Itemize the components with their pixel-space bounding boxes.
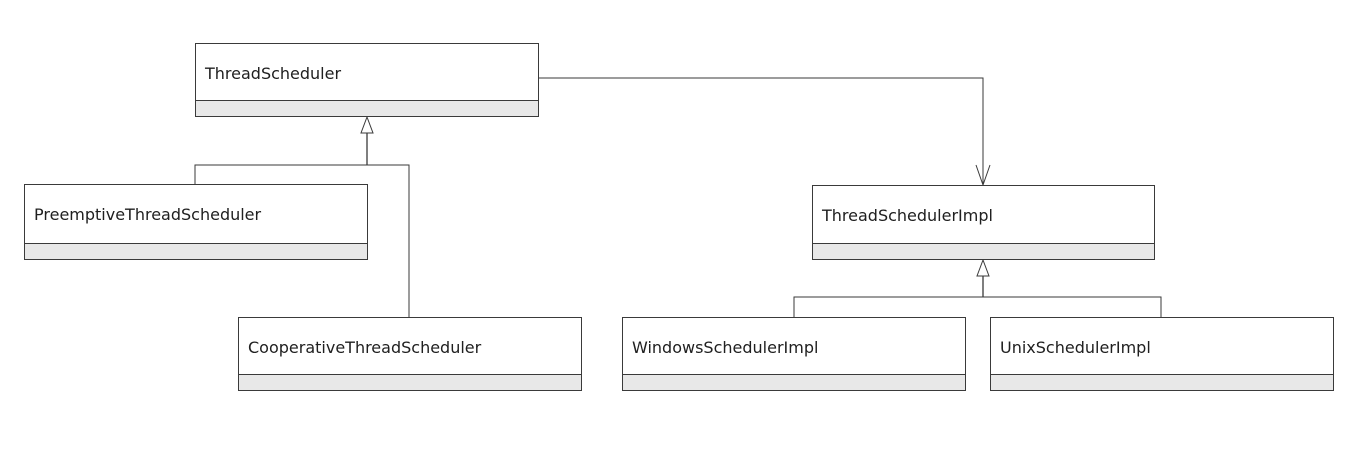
class-preemptive-thread-scheduler[interactable]: PreemptiveThreadScheduler bbox=[24, 184, 368, 260]
class-name: PreemptiveThreadScheduler bbox=[34, 204, 262, 224]
generalization-branch-preemptive bbox=[194, 164, 367, 184]
class-name: UnixSchedulerImpl bbox=[1000, 337, 1151, 357]
class-name: ThreadSchedulerImpl bbox=[822, 205, 993, 225]
class-name: WindowsSchedulerImpl bbox=[632, 337, 819, 357]
class-compartment bbox=[196, 100, 538, 116]
class-name: CooperativeThreadScheduler bbox=[248, 337, 482, 357]
class-compartment bbox=[813, 243, 1154, 259]
generalization-branch-cooperative bbox=[367, 164, 410, 317]
class-cooperative-thread-scheduler[interactable]: CooperativeThreadScheduler bbox=[238, 317, 582, 391]
class-compartment bbox=[623, 374, 965, 390]
class-windows-scheduler-impl[interactable]: WindowsSchedulerImpl bbox=[622, 317, 966, 391]
class-compartment bbox=[239, 374, 581, 390]
generalization-arrowhead-impl bbox=[976, 258, 990, 277]
class-unix-scheduler-impl[interactable]: UnixSchedulerImpl bbox=[990, 317, 1334, 391]
class-thread-scheduler-impl[interactable]: ThreadSchedulerImpl bbox=[812, 185, 1155, 260]
generalization-branch-windows-unix bbox=[793, 296, 1162, 317]
class-compartment bbox=[25, 243, 367, 259]
class-compartment bbox=[991, 374, 1333, 390]
class-name: ThreadScheduler bbox=[205, 63, 342, 83]
class-thread-scheduler[interactable]: ThreadScheduler bbox=[195, 43, 539, 117]
association-line bbox=[538, 77, 984, 185]
generalization-arrowhead bbox=[360, 115, 374, 134]
